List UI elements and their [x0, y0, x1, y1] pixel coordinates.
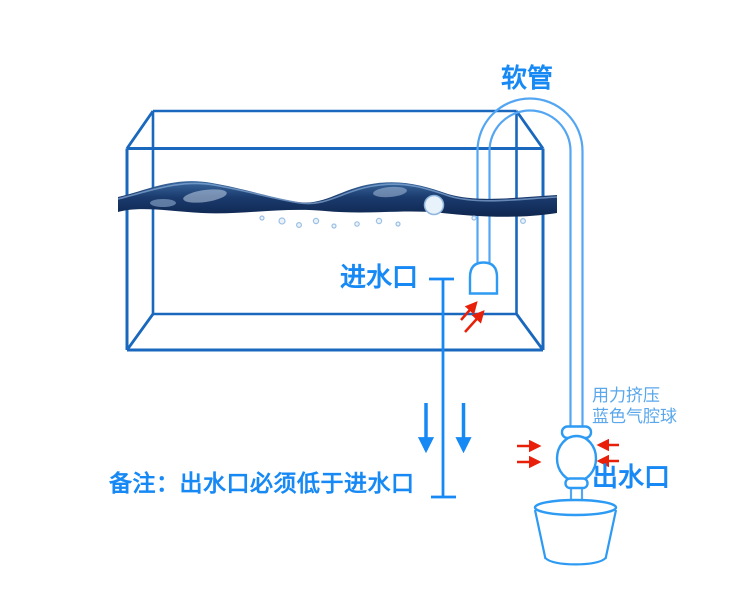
squeeze-arrows-left: [517, 439, 542, 469]
tank-back-face: [151, 109, 518, 316]
fish-tank: [125, 109, 545, 352]
squeeze-instruction-line1: 用力挤压: [592, 386, 660, 405]
bulb-bottom-collar: [564, 477, 589, 490]
water-highlight: [150, 199, 176, 207]
red-up-right-arrow-icon: [460, 301, 478, 321]
tank-front-face: [125, 147, 545, 352]
bucket-rim: [533, 498, 618, 517]
squeeze-instruction-line2: 蓝色气腔球: [592, 407, 677, 426]
inlet-flow-arrows: [460, 301, 485, 333]
water-sheen-line: [117, 182, 558, 205]
hose-tube: [476, 97, 584, 430]
bucket-sides: [533, 509, 618, 560]
note-text: 备注：出水口必须低于进水口: [109, 470, 415, 496]
water-bubbles: [259, 215, 526, 229]
water-droplet: [423, 194, 445, 216]
squeeze-instruction: 用力挤压 蓝色气腔球: [592, 385, 677, 427]
red-up-right-arrow-icon: [464, 310, 485, 333]
water-surface: [117, 181, 558, 229]
outlet-label: 出水口: [592, 462, 671, 492]
flow-down-arrows: [417, 403, 472, 454]
water-wave-body: [118, 181, 557, 217]
water-highlight: [183, 189, 227, 203]
bucket-bottom: [544, 557, 607, 566]
bulb-body: [555, 434, 598, 483]
bucket: [533, 498, 618, 566]
inlet-strainer: [468, 261, 499, 295]
hose-label: 软管: [501, 63, 554, 93]
squeeze-arrows-right: [596, 438, 619, 468]
squeeze-bulb: [555, 425, 598, 502]
tank-depth-edges: [125, 110, 545, 351]
level-indicator: [429, 277, 456, 499]
hose-inner-line: [488, 109, 572, 430]
inlet-label: 进水口: [340, 262, 419, 292]
hose-outer-line: [476, 97, 584, 430]
water-highlight: [373, 186, 407, 198]
